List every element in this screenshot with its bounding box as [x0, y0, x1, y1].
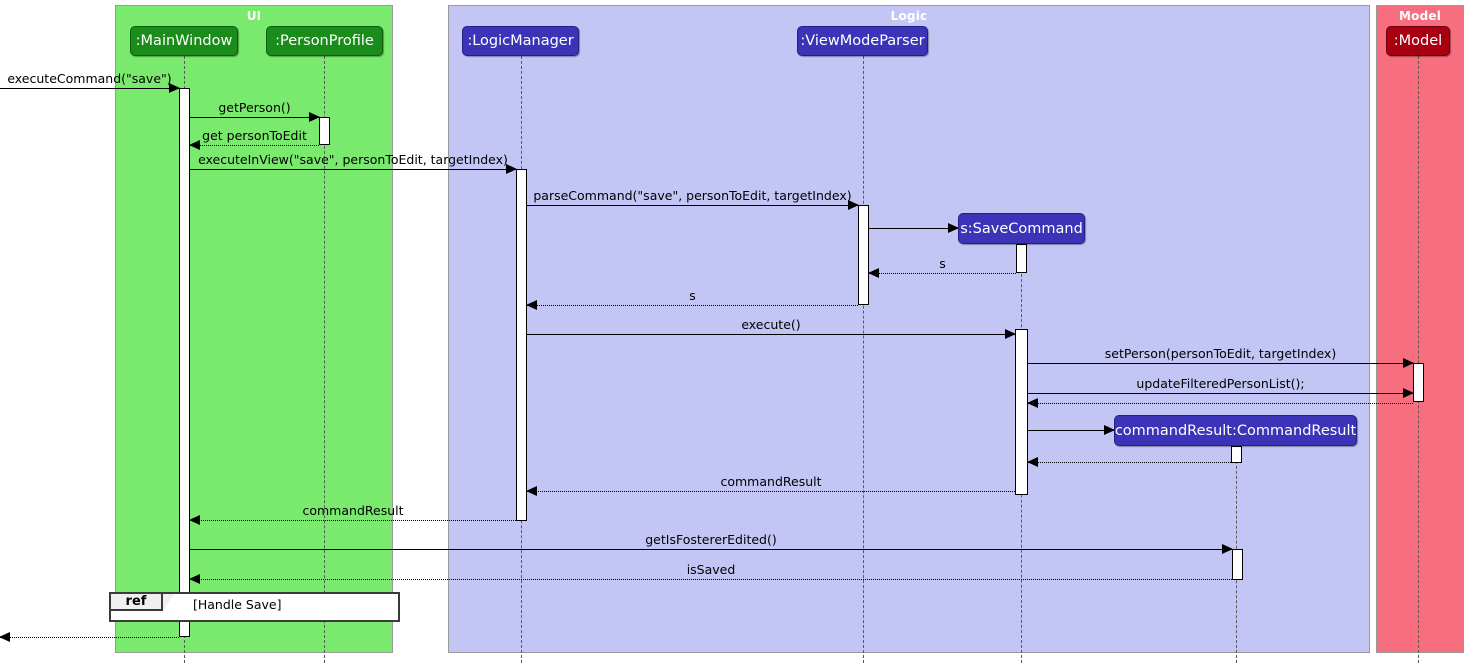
participant-viewmodeparser-label: :ViewModeParser [800, 33, 925, 49]
message-commandresult-to-mainwindow-line [190, 520, 516, 521]
message-executeinview-arrowhead [506, 164, 517, 174]
participant-mainwindow[interactable]: :MainWindow [130, 26, 238, 56]
message-return-s-logicmanager-label: s [689, 288, 696, 303]
message-return-s-savecommand-line [869, 273, 1016, 274]
logic-package: Logic [448, 5, 1370, 653]
ref-fragment-handle-save-operator: ref [111, 594, 163, 611]
message-return-commandresult-obj-arrowhead [1027, 457, 1038, 467]
model-package-title: Model [1398, 9, 1442, 23]
message-create-savecommand-line [869, 228, 958, 229]
message-return-commandresult-obj-line [1028, 462, 1231, 463]
message-get-persontoedit-line [190, 145, 319, 146]
message-get-persontoedit-arrowhead [189, 140, 200, 150]
ui-package-title: UI [246, 9, 262, 23]
message-execute-line [527, 334, 1015, 335]
participant-savecommand-label: s:SaveCommand [960, 220, 1083, 237]
participant-model[interactable]: :Model [1386, 26, 1450, 56]
message-return-s-logicmanager-arrowhead [526, 300, 537, 310]
message-getperson-arrowhead [309, 112, 320, 122]
ref-fragment-handle-save-operator-cut [163, 594, 174, 611]
message-commandresult-to-logicmanager-line [527, 491, 1015, 492]
message-setperson-label: setPerson(personToEdit, targetIndex) [1104, 346, 1337, 361]
message-getperson-label: getPerson() [218, 100, 291, 115]
message-commandresult-to-logicmanager-label: commandResult [720, 474, 822, 489]
message-updatefilteredpersonlist-label: updateFilteredPersonList(); [1136, 376, 1305, 391]
message-return-s-logicmanager-line [527, 305, 858, 306]
message-create-commandresult-arrowhead [1104, 425, 1115, 435]
participant-commandresult[interactable]: commandResult:CommandResult [1114, 415, 1357, 446]
participant-model-lifeline [1418, 56, 1419, 663]
activation-commandresult-create [1231, 446, 1242, 463]
participant-personprofile-label: :PersonProfile [275, 33, 374, 49]
message-executecommand-line [0, 88, 179, 89]
message-updatefilteredpersonlist-arrowhead [1403, 388, 1414, 398]
message-final-return-line [0, 637, 179, 638]
activation-savecommand-execute [1015, 329, 1028, 495]
ui-package: UI [115, 5, 393, 653]
activation-mainwindow [179, 88, 190, 637]
message-getperson-line [190, 117, 319, 118]
activation-personprofile [319, 117, 330, 145]
participant-mainwindow-label: :MainWindow [135, 33, 233, 49]
message-parsecommand-line [527, 205, 858, 206]
message-executeinview-line [190, 169, 516, 170]
message-issaved-arrowhead [189, 574, 200, 584]
message-commandresult-to-logicmanager-arrowhead [526, 486, 537, 496]
activation-model [1413, 363, 1424, 402]
activation-viewmodeparser [858, 205, 869, 305]
message-getisfostereredited-arrowhead [1222, 544, 1233, 554]
ref-fragment-handle-save-label: [Handle Save] [193, 597, 282, 612]
message-commandresult-to-mainwindow-label: commandResult [302, 503, 404, 518]
participant-savecommand[interactable]: s:SaveCommand [958, 213, 1085, 244]
participant-viewmodeparser[interactable]: :ViewModeParser [797, 26, 928, 56]
message-execute-arrowhead [1005, 329, 1016, 339]
participant-personprofile[interactable]: :PersonProfile [266, 26, 383, 56]
message-setperson-arrowhead [1403, 358, 1414, 368]
activation-savecommand-create [1016, 244, 1027, 273]
message-executecommand-arrowhead [169, 83, 180, 93]
message-issaved-label: isSaved [686, 562, 736, 577]
participant-viewmodeparser-lifeline [863, 56, 864, 663]
message-setperson-line [1028, 363, 1413, 364]
logic-package-title: Logic [890, 9, 928, 23]
message-getisfostereredited-line [190, 549, 1232, 550]
ref-fragment-handle-save: ref [Handle Save] [109, 592, 400, 622]
message-return-s-savecommand-label: s [939, 256, 946, 271]
participant-commandresult-label: commandResult:CommandResult [1114, 422, 1357, 439]
message-create-savecommand-arrowhead [948, 223, 959, 233]
message-return-model-line [1028, 403, 1413, 404]
message-parsecommand-label: parseCommand("save", personToEdit, targe… [533, 188, 852, 203]
message-parsecommand-arrowhead [848, 200, 859, 210]
message-return-model-arrowhead [1027, 398, 1038, 408]
participant-personprofile-lifeline [324, 56, 325, 663]
message-get-persontoedit-label: get personToEdit [202, 128, 307, 143]
message-create-commandresult-line [1028, 430, 1114, 431]
activation-logicmanager [516, 169, 527, 521]
message-executecommand-label: executeCommand("save") [7, 71, 172, 86]
participant-model-label: :Model [1393, 33, 1443, 49]
message-final-return-arrowhead [0, 632, 10, 642]
message-commandresult-to-mainwindow-arrowhead [189, 515, 200, 525]
participant-logicmanager[interactable]: :LogicManager [462, 26, 579, 56]
message-issaved-line [190, 579, 1232, 580]
message-execute-label: execute() [741, 317, 801, 332]
participant-logicmanager-label: :LogicManager [467, 33, 574, 49]
message-updatefilteredpersonlist-line [1028, 393, 1413, 394]
message-return-s-savecommand-arrowhead [868, 268, 879, 278]
message-getisfostereredited-label: getIsFostererEdited() [645, 532, 777, 547]
message-executeinview-label: executeInView("save", personToEdit, targ… [198, 152, 508, 167]
activation-commandresult-get [1232, 549, 1243, 580]
model-package: Model [1376, 5, 1464, 653]
